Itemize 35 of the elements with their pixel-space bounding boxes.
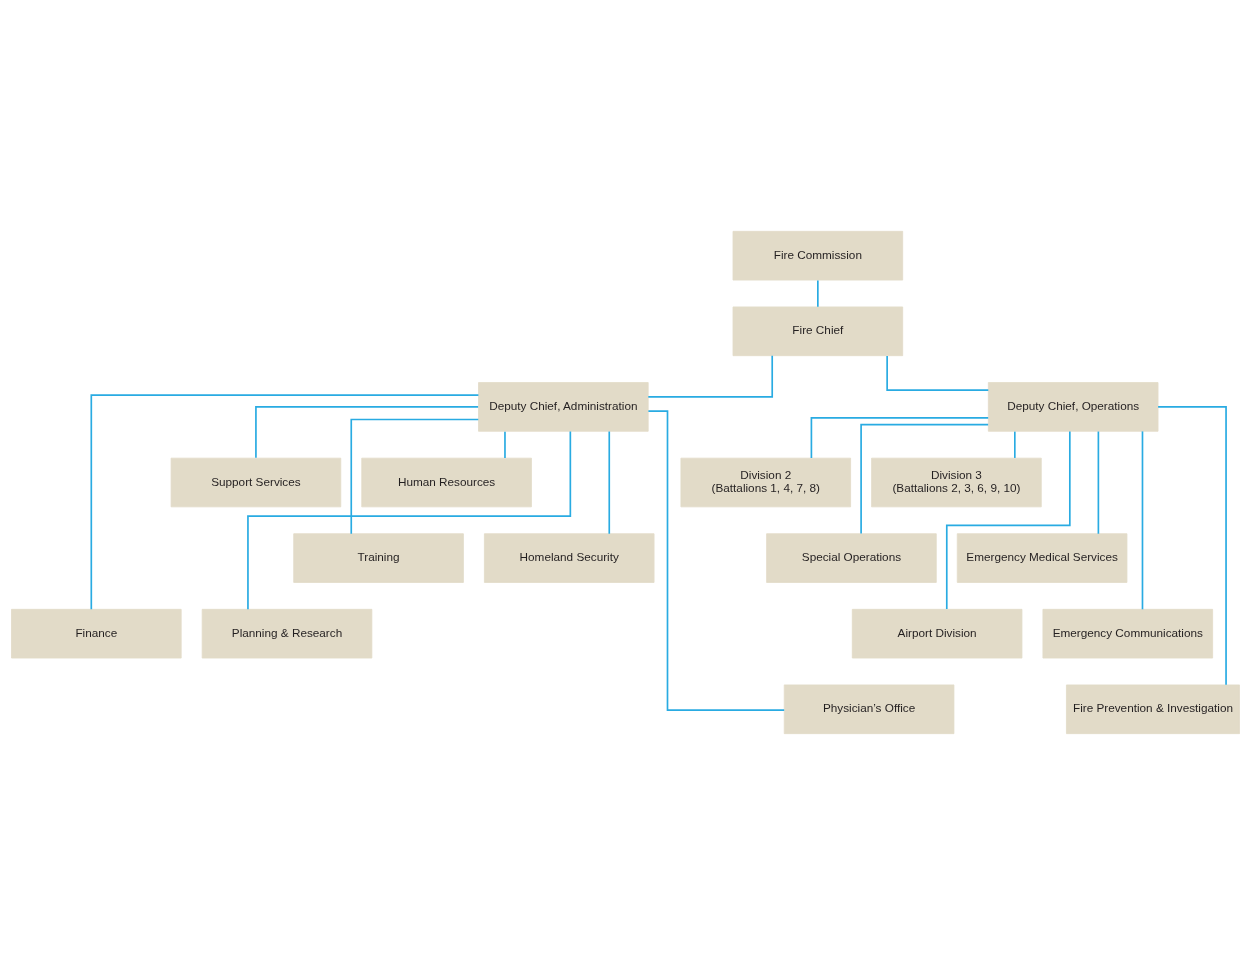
node-box: Division 3 (Battalions 2, 3, 6, 9, 10) <box>871 457 1042 508</box>
connector <box>886 355 990 391</box>
connector <box>1157 406 1227 686</box>
connector <box>255 406 479 459</box>
node-box: Finance <box>11 608 182 659</box>
node-box: Division 2 (Battalions 1, 4, 7, 8) <box>680 457 851 508</box>
node-box: Fire Chief <box>732 306 904 357</box>
connector <box>350 418 480 535</box>
node-box: Deputy Chief, Operations <box>987 382 1159 432</box>
connector <box>504 430 506 459</box>
node-box: Support Services <box>170 457 342 508</box>
connector <box>1013 430 1016 459</box>
node-box: Emergency Communications <box>1042 608 1214 659</box>
connector <box>247 430 572 611</box>
connector <box>860 423 989 535</box>
connector <box>647 354 774 398</box>
node-box: Planning & Research <box>201 608 373 659</box>
connector <box>1097 430 1100 535</box>
node-box: Training <box>293 533 464 583</box>
connector <box>1141 430 1144 611</box>
connector <box>608 430 611 535</box>
node-box: Emergency Medical Services <box>956 533 1128 583</box>
connector <box>90 394 480 611</box>
connector <box>945 430 1071 610</box>
node-box: Deputy Chief, Administration <box>478 382 649 432</box>
node-box: Human Resources <box>361 457 532 508</box>
node-box: Fire Prevention & Investigation <box>1066 684 1240 735</box>
node-box: Physician’s Office <box>783 684 955 735</box>
connector <box>810 417 990 459</box>
connector <box>647 410 785 711</box>
node-box: Airport Division <box>851 608 1023 659</box>
connector <box>817 279 819 308</box>
node-box: Special Operations <box>766 533 937 583</box>
node-box: Homeland Security <box>483 533 655 583</box>
node-box: Fire Commission <box>732 230 904 281</box>
